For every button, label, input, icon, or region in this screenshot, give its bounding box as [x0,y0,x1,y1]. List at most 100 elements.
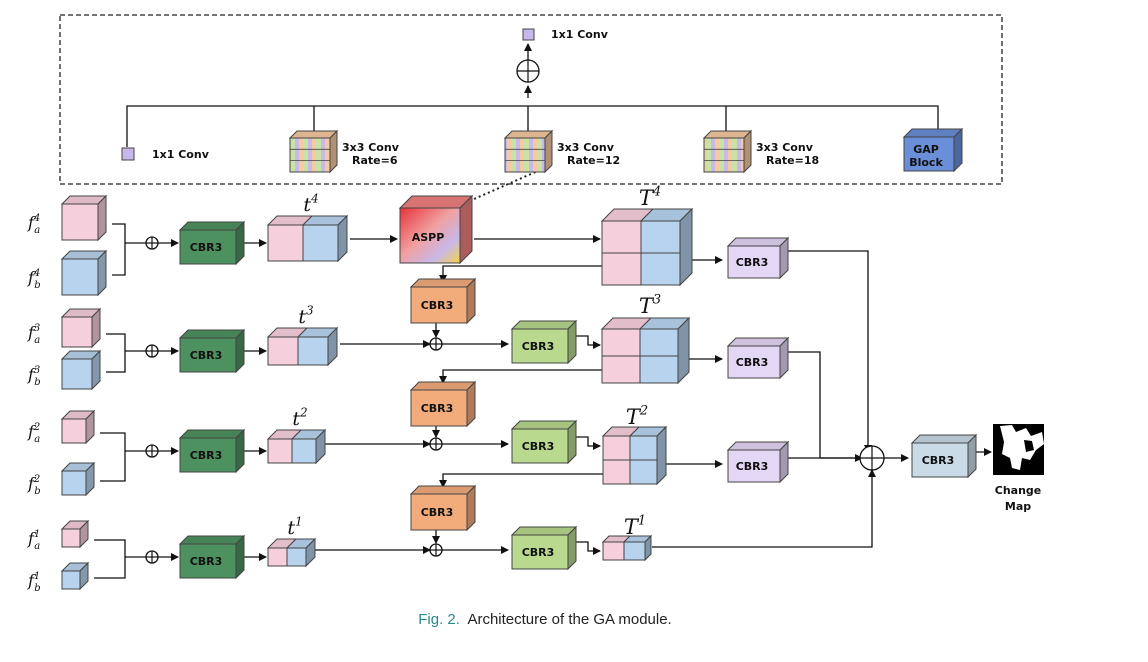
lavender-cbr-0 [726,236,790,280]
branch2-cube [288,129,339,174]
green-cbr-3 [510,525,578,571]
green-cbr-1-top [510,320,578,330]
t-label-2-sup: 2 [299,405,308,419]
T4-cube [600,207,694,287]
dark-cbr-0 [178,220,246,266]
t-cube-0 [266,214,349,263]
branch3-cube-top [503,130,554,139]
t-cube-3-side [305,537,316,568]
fa-cube-1 [60,307,102,349]
orange-cbr-0 [409,277,477,325]
fa-label-1-sup: 3 [34,323,40,334]
T2-cube [601,425,668,486]
green3-to-T1 [574,541,601,555]
green-cbr-2-label: CBR3 [522,440,555,453]
branch4-label1: 3x3 Conv [756,141,814,154]
lavender-cbr-1 [726,336,790,380]
change-map-white [1000,425,1044,470]
branch2-cube-top [288,130,339,139]
dark-cbr-3 [178,534,246,580]
dark-cbr-3-side [235,534,245,580]
T2-cube-blue [629,435,658,461]
gap-block-cube-side [953,127,963,173]
t-label-0: t4 [303,191,318,216]
T1-cube [601,534,653,562]
dark-cbr-0-front [179,229,237,265]
T2-cube-side [656,425,667,486]
top-1x1-conv-cube-front [522,28,535,41]
orange-cbr-2-front [410,493,468,531]
aspp-dotted-link [464,169,541,204]
t-label-2: t2 [292,405,307,430]
t-cube-2 [266,428,327,465]
fb-cube-2 [60,461,96,497]
fb-cube-1-front [61,358,93,390]
t-cube-1 [266,326,339,367]
fb-cube-3 [60,561,90,591]
branch1-label: 1x1 Conv [152,148,210,161]
orange-cbr-2 [409,484,477,532]
fb-cube-0 [60,249,108,297]
T4-down [439,265,602,283]
green-cbr-3-top [510,526,578,536]
lavender-cbr-1-side [779,336,789,380]
T1-label: T1 [624,514,646,539]
T3-down [439,369,602,384]
green-cbr-2-side [567,419,577,465]
lavender-cbr-0-top [726,237,790,247]
dark-cbr-3-top [178,535,246,545]
dark-cbr-2-label: CBR3 [190,449,223,462]
branch3-label2: Rate=12 [567,154,620,167]
gap-label1: GAP [913,143,939,156]
cbr1-to-fusion [788,351,862,459]
fa-cube-2-side [85,409,95,445]
T4-cube-side [679,207,693,287]
orange-cbr-0-side [466,277,476,325]
t-cube-1-side [327,326,338,367]
dark-cbr-1 [178,328,246,374]
connection-lines [94,223,992,579]
change-map-label-1: Change [995,484,1042,497]
dark-cbr-1-side [235,328,245,374]
aspp-label: ASPP [412,231,445,244]
t-cube-2-blue [291,438,317,464]
dark-cbr-3-label: CBR3 [190,555,223,568]
t-cube-2-pink [267,438,293,464]
fa-cube-3-side [79,519,89,549]
green-cbr-1-front [511,328,569,364]
branch4-cube-front [703,137,745,173]
aspp-sum-node [516,59,540,83]
orange-cbr-1-side [466,380,476,428]
T2-label-sup: 2 [639,404,648,419]
input-plus-3 [145,550,159,564]
fa-cube-0 [60,194,108,242]
gap-block-cube [902,127,964,173]
green1-to-T3 [574,335,601,349]
green-cbr-2-top [510,420,578,430]
dark-cbr-2-side [235,428,245,474]
branch3-cube-side [544,129,553,174]
green-cbr-1-side [567,319,577,365]
lavender-cbr-0-front [727,245,781,279]
fa-label-2-sup: 2 [33,422,40,433]
fa-cube-0-front [61,203,99,241]
orange-cbr-2-top [409,485,477,495]
lavender-cbr-2 [726,440,790,484]
figure-caption-text: Architecture of the GA module. [467,611,672,628]
t-cube-3-blue [286,547,307,567]
lavender-cbr-1-front [727,345,781,379]
fa-cube-0-side [97,194,107,242]
fb-label-3-sub: b [34,583,40,594]
T1-cube-side [644,534,652,562]
T3-cube-blue [639,328,679,357]
cbr0-to-fusion [788,250,872,453]
T2-down [439,473,603,488]
fab-merge-0 [112,223,126,276]
t-label-3: t1 [287,514,302,539]
fa-label-3-sup: 1 [34,529,40,540]
fb-cube-1-side [91,349,101,391]
